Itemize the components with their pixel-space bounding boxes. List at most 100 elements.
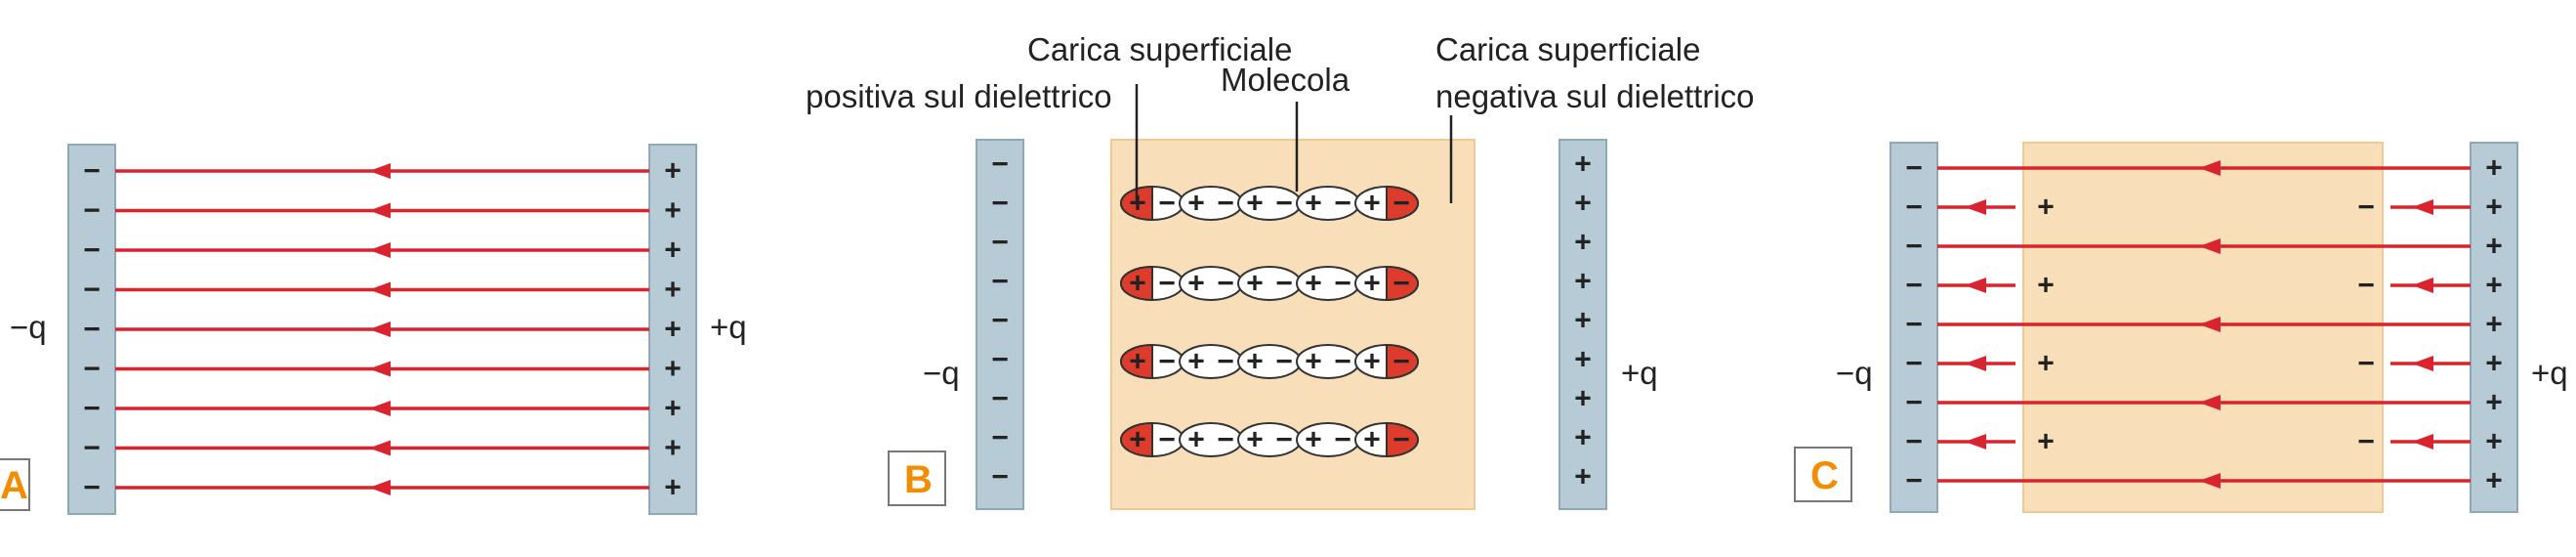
- field-arrowhead: [369, 480, 391, 495]
- negative-signs: −−−−−−−−−: [1905, 152, 1923, 497]
- panel-label-box: [888, 450, 946, 506]
- minus-sign: −: [1905, 231, 1923, 263]
- plus-sign: +: [664, 194, 682, 227]
- molecule: +−: [1120, 185, 1184, 222]
- molecule-row: +−+−+−+−+−: [1120, 185, 1419, 222]
- plus-sign: +: [1129, 346, 1146, 378]
- minus-sign: −: [83, 274, 101, 306]
- field-arrowhead: [2412, 434, 2433, 450]
- negative-charge-label: −q: [923, 355, 960, 391]
- negative-signs: −−−−−−−−−: [991, 149, 1009, 493]
- minus-sign: −: [1158, 188, 1176, 220]
- field-arrowhead: [369, 401, 391, 416]
- molecule: +−: [1296, 344, 1360, 379]
- field-arrowhead: [1965, 356, 1986, 371]
- molecule: +−: [1237, 186, 1302, 221]
- minus-sign: −: [1905, 309, 1923, 341]
- minus-sign: −: [1905, 465, 1923, 497]
- minus-sign: −: [1905, 270, 1923, 302]
- molecule: +−: [1179, 186, 1243, 221]
- induced-plus-sign: +: [2037, 348, 2055, 380]
- negative-half: [1386, 265, 1419, 302]
- minus-sign: −: [83, 432, 101, 464]
- field-arrowhead: [2412, 199, 2433, 215]
- minus-sign: −: [991, 149, 1009, 181]
- plus-sign: +: [664, 472, 682, 504]
- negative-plate: [976, 139, 1024, 510]
- minus-sign: −: [1334, 188, 1351, 220]
- field-lines: [1937, 160, 2471, 489]
- minus-sign: −: [991, 305, 1009, 337]
- minus-sign: −: [1334, 424, 1351, 456]
- negative-surface-charge-label-line1: Carica superficiale: [1435, 31, 1700, 67]
- plus-sign: +: [664, 274, 682, 306]
- field-arrowhead: [369, 202, 391, 219]
- plus-sign: +: [2485, 152, 2503, 185]
- plus-sign: +: [1363, 268, 1381, 300]
- plus-sign: +: [1363, 424, 1381, 456]
- minus-sign: −: [1217, 346, 1234, 378]
- minus-sign: −: [991, 461, 1009, 493]
- minus-sign: −: [83, 393, 101, 425]
- plus-sign: +: [2485, 309, 2503, 341]
- minus-sign: −: [991, 344, 1009, 376]
- minus-sign: −: [1392, 346, 1410, 378]
- molecule: +−: [1296, 186, 1360, 221]
- field-arrowhead: [369, 281, 391, 298]
- field-arrowhead: [1965, 278, 1986, 293]
- minus-sign: −: [1905, 387, 1923, 419]
- field-arrowhead: [369, 321, 391, 337]
- molecule: +−: [1296, 422, 1360, 457]
- minus-sign: −: [1334, 268, 1351, 300]
- plus-sign: +: [664, 353, 682, 385]
- induced-minus-sign: −: [2357, 270, 2375, 302]
- plus-sign: +: [1305, 188, 1322, 220]
- dielectric-surface-charges: +−+−+−+−: [2037, 192, 2375, 458]
- dielectric-slab: [2022, 142, 2384, 513]
- molecule-row: +−+−+−+−+−: [1120, 343, 1419, 380]
- minus-sign: −: [1334, 346, 1351, 378]
- plus-sign: +: [1246, 188, 1264, 220]
- plus-sign: +: [1574, 266, 1592, 298]
- minus-sign: −: [991, 188, 1009, 220]
- negative-half: [1386, 343, 1419, 380]
- field-arrowhead: [2199, 473, 2221, 489]
- minus-sign: −: [1158, 424, 1176, 456]
- plus-sign: +: [1574, 305, 1592, 337]
- molecule: +−: [1237, 422, 1302, 457]
- molecule-rows: +−+−+−+−+−+−+−+−+−+−+−+−+−+−+−+−+−+−+−+−: [1120, 185, 1419, 458]
- plus-sign: +: [1187, 424, 1205, 456]
- positive-half: [1120, 265, 1153, 302]
- minus-sign: −: [1392, 188, 1410, 220]
- panel-label-box: [0, 458, 30, 511]
- induced-minus-sign: −: [2357, 426, 2375, 458]
- panel-b: −−−−−−−−− +++++++++ +−+−+−+−+−+−+−+−+−+−…: [806, 31, 1755, 510]
- field-arrowhead: [1965, 434, 1986, 450]
- positive-surface-charge-label-line2: positiva sul dielettrico: [806, 78, 1112, 114]
- negative-surface-charge-label-line2: negativa sul dielettrico: [1435, 78, 1755, 114]
- induced-plus-sign: +: [2037, 426, 2055, 458]
- molecule-label: Molecola: [1221, 62, 1350, 98]
- field-arrowhead: [369, 440, 391, 456]
- plus-sign: +: [1305, 268, 1322, 300]
- negative-half: [1386, 421, 1419, 458]
- molecule: +−: [1120, 421, 1184, 458]
- positive-charge-label: +q: [2531, 355, 2568, 391]
- positive-half: [1120, 343, 1153, 380]
- plus-sign: +: [1574, 188, 1592, 220]
- plus-sign: +: [1574, 461, 1592, 493]
- minus-sign: −: [1275, 346, 1293, 378]
- positive-half: [1120, 421, 1153, 458]
- induced-minus-sign: −: [2357, 192, 2375, 224]
- field-arrowhead: [369, 361, 391, 377]
- molecule: +−: [1179, 344, 1243, 379]
- plus-sign: +: [664, 432, 682, 464]
- minus-sign: −: [1905, 192, 1923, 224]
- field-lines: [115, 163, 649, 495]
- positive-plate: [2470, 142, 2518, 513]
- induced-plus-sign: +: [2037, 270, 2055, 302]
- positive-signs: +++++++++: [664, 155, 682, 504]
- negative-half: [1386, 185, 1419, 222]
- positive-signs: +++++++++: [2485, 152, 2503, 497]
